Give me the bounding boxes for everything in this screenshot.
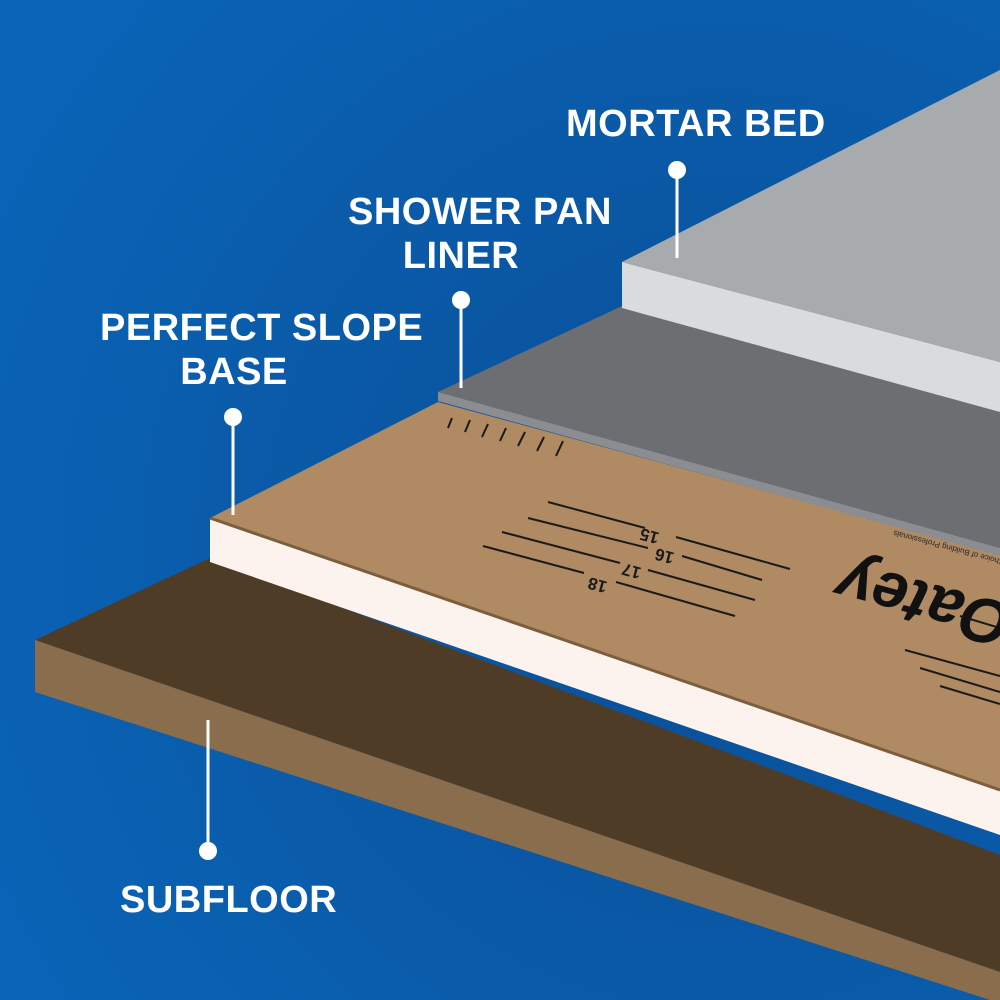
leader-mortar-bed	[668, 161, 686, 258]
leader-dot-mortar-bed	[668, 161, 686, 179]
label-mortar-bed: MORTAR BED	[566, 102, 826, 146]
leader-perfect-slope-base	[224, 408, 242, 515]
ruler-numbers: 15 16 17 18	[586, 524, 676, 596]
ruler-ticks	[447, 417, 564, 457]
leader-dot-subfloor	[199, 842, 217, 860]
ruler-mark-18: 18	[586, 573, 609, 596]
subfloor-top	[35, 558, 1000, 972]
leader-dot-perfect-slope-base	[224, 408, 242, 426]
foam-edge	[210, 518, 1000, 835]
mortar-edge	[622, 262, 1000, 412]
ruler-mark-16: 16	[653, 544, 676, 567]
leader-dot-shower-pan-liner	[452, 291, 470, 309]
leader-subfloor	[199, 720, 217, 860]
label-subfloor: SUBFLOOR	[120, 878, 337, 922]
label-shower-pan-liner: SHOWER PAN LINER	[348, 190, 612, 278]
label-shower-pan-liner-line1: SHOWER PAN	[348, 191, 612, 233]
label-shower-pan-liner-line2: LINER	[402, 235, 520, 277]
label-mortar-bed-text: MORTAR BED	[566, 103, 826, 145]
subfloor-edge	[35, 640, 1000, 1000]
base-top	[210, 402, 1000, 790]
mortar-top	[622, 70, 1000, 362]
ruler-lines	[482, 501, 1000, 705]
label-perfect-slope-base: PERFECT SLOPE BASE	[100, 306, 424, 394]
base-edge-line	[209, 516, 1000, 792]
liner-top	[438, 306, 1000, 548]
liner-edge	[438, 392, 1000, 556]
label-subfloor-text: SUBFLOOR	[120, 879, 338, 921]
label-perfect-slope-base-line1: PERFECT SLOPE	[100, 307, 424, 349]
ruler-mark-15: 15	[638, 524, 661, 547]
leader-shower-pan-liner	[452, 291, 470, 388]
label-perfect-slope-base-line2: BASE	[180, 351, 288, 393]
ruler-mark-17: 17	[620, 559, 643, 582]
